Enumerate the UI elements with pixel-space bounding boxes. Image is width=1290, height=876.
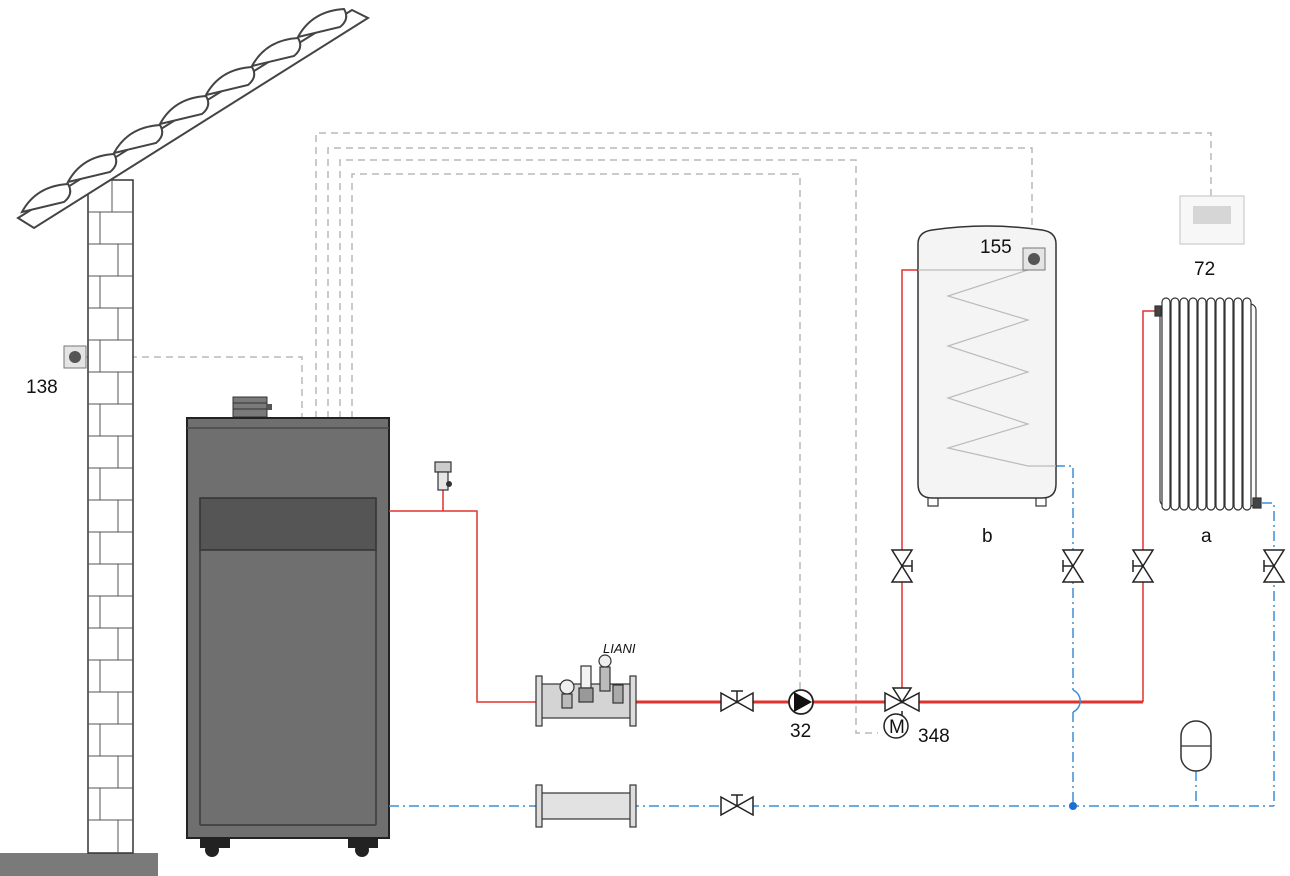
tank-heating-coil [918,269,1056,467]
tank-sensor [1022,247,1046,271]
signal-cables [82,132,1212,734]
roof [16,7,371,230]
valve-motor-icon [883,713,909,739]
tank-flow-pipe [901,269,918,690]
air-vent [434,461,452,491]
pipe-crossover [1072,689,1081,713]
brick-joints [88,180,133,853]
pump-group [535,654,637,727]
pump-label: 32 [790,721,811,742]
boiler-flow-riser [389,510,540,703]
radiator-return-pipe [1262,502,1275,806]
boiler-wheel [355,843,369,857]
cable-tank-sensor [327,147,1033,418]
return-pipes [389,465,1275,807]
wall-foundation [0,853,158,876]
cable-pump [351,173,801,690]
motor-symbol: M [889,717,905,738]
room-sensor-label: 138 [26,377,58,398]
brick-column [87,179,134,854]
cable-room-sensor [82,356,303,418]
thermometer-icon [559,679,575,695]
mixing-valve [884,687,920,713]
boiler-wheel [205,843,219,857]
tank-label: b [982,526,993,547]
junction-dot [1069,802,1077,810]
pump-group-label: LIANI [603,641,636,656]
tank-return-pipe [1055,465,1074,690]
boiler-body [186,417,390,839]
controller-label: 72 [1194,259,1215,280]
boiler-panel [199,497,377,551]
mixing-valve-label: 348 [918,726,950,747]
room-sensor [63,345,87,369]
controller [1179,195,1245,245]
tank-sensor-label: 155 [980,237,1012,258]
radiator-flow-pipe [1142,310,1158,702]
cable-controller [315,132,1212,418]
valve-tank-return [1061,549,1085,583]
pressure-gauge-icon [598,654,612,668]
radiator [1154,297,1262,511]
valve-flow [720,690,754,713]
boiler-top-module [232,396,268,418]
return-manifold [535,784,637,828]
cable-valve-motor [339,159,878,734]
valve-return [720,794,754,817]
radiator-label: a [1201,526,1212,547]
roof-tile [20,182,72,214]
hot-water-tank [917,225,1057,507]
roof-tile [296,7,348,39]
boiler [186,396,390,857]
pump-icon [788,689,814,715]
valve-radiator-return [1262,549,1286,583]
valve-radiator-flow [1131,549,1155,583]
house-wall [0,7,371,876]
valve-tank-flow [890,549,914,583]
